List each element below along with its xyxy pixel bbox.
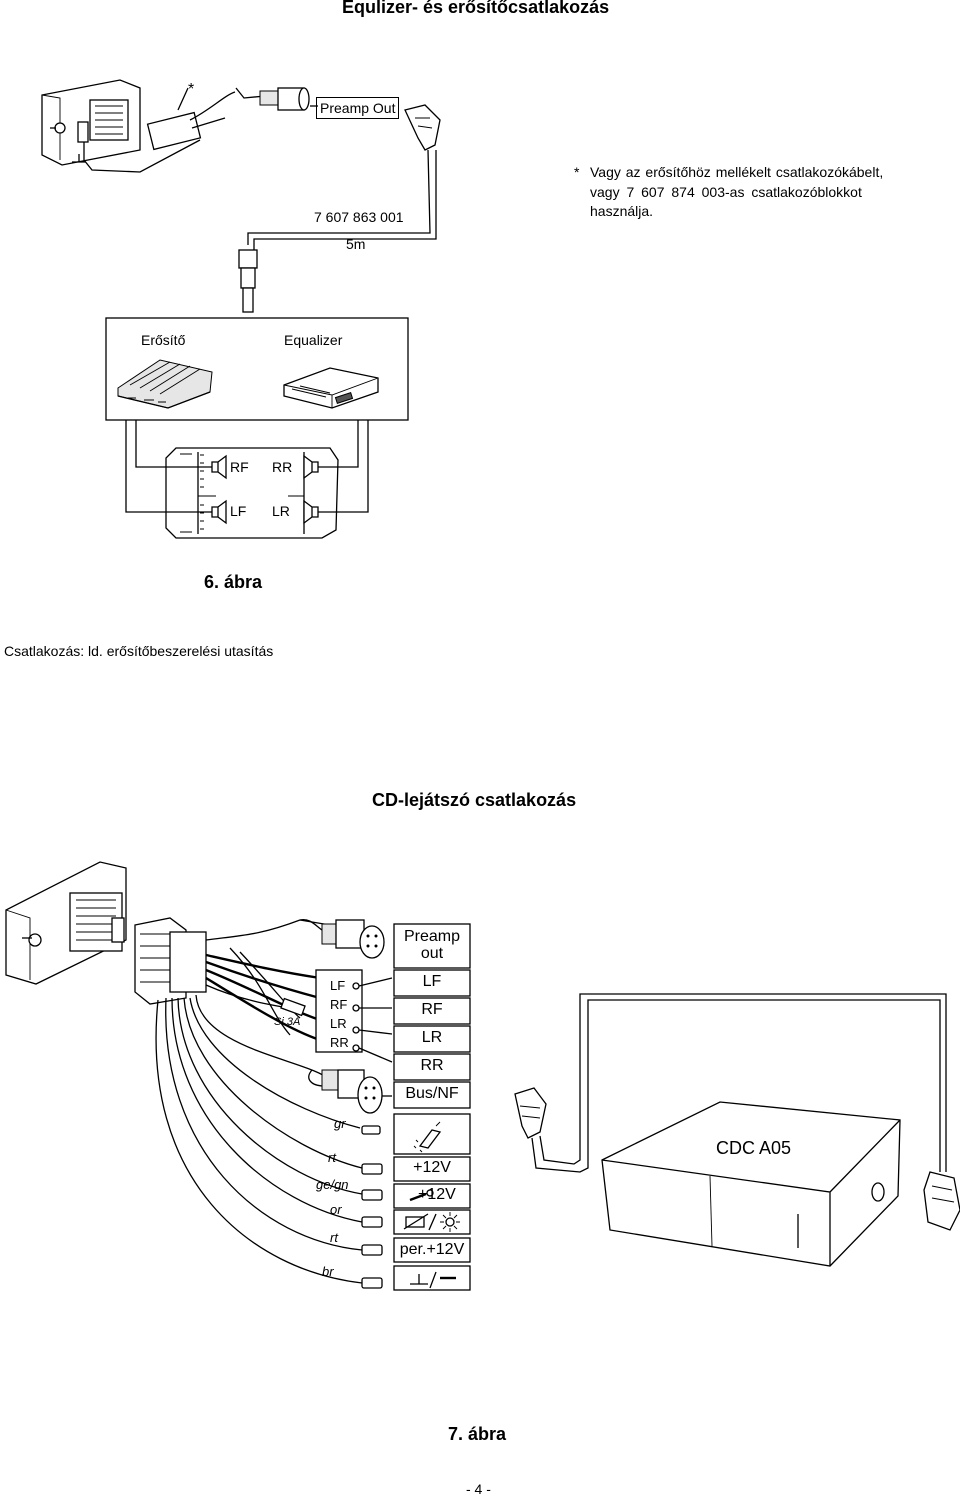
wire-label-rt-2: rt	[330, 1230, 338, 1245]
plus12v-label: +12V	[413, 1159, 451, 1176]
note-line-2: vagy 7 607 874 003-as csatlakozóblokkot	[590, 184, 862, 200]
head-unit-top-drawing	[41, 79, 441, 313]
cd-changer-drawing	[601, 1101, 901, 1267]
fuse-holder	[280, 997, 306, 1017]
car-topview	[165, 447, 339, 539]
bus-din-connector	[308, 1069, 392, 1114]
out-label-rf: RF	[421, 1001, 443, 1018]
cdc-cable	[514, 993, 960, 1231]
connection-note: Csatlakozás: ld. erősítőbeszerelési utas…	[4, 643, 274, 659]
permanent-12v-label: per.+12V	[399, 1241, 465, 1258]
preamp-din-connector	[299, 919, 385, 959]
equalizer-label: Equalizer	[284, 332, 343, 348]
iso-adapter	[134, 917, 363, 1284]
ignition-12v-label: +12V	[418, 1186, 456, 1203]
asterisk-mark: *	[188, 81, 195, 98]
preamp-label-line2: out	[420, 945, 444, 962]
wire-label-gr: gr	[334, 1116, 346, 1131]
note-line-1: Vagy az erősítőhöz mellékelt csatlakozók…	[590, 164, 884, 180]
cable-length-label: 5m	[346, 236, 366, 252]
wire-label-or: or	[330, 1202, 342, 1217]
bus-nf-label: Bus/NF	[405, 1085, 459, 1102]
section2-title: CD-lejátszó csatlakozás	[372, 790, 577, 810]
part-number-label: 7 607 863 001	[314, 209, 404, 225]
block-label-lr: LR	[330, 1016, 347, 1031]
wire-label-rt-1: rt	[328, 1150, 336, 1165]
cd-changer-label: CDC A05	[716, 1138, 792, 1158]
blade-terminals	[361, 1125, 383, 1289]
note-line-3: használja.	[590, 203, 654, 219]
out-label-lf: LF	[422, 973, 442, 990]
preamp-out-label: Preamp Out	[316, 97, 400, 119]
wire-label-br: br	[322, 1264, 334, 1279]
label-boxes	[393, 923, 471, 1291]
rca-block	[315, 969, 393, 1063]
speaker-rr-label: RR	[272, 459, 293, 475]
speaker-lf-label: LF	[230, 503, 247, 519]
block-label-rf: RF	[330, 997, 348, 1012]
speaker-lr-label: LR	[272, 503, 290, 519]
amplifier-label: Erősítő	[141, 332, 186, 348]
note-star: *	[574, 164, 580, 180]
block-label-rr: RR	[330, 1035, 349, 1050]
figure-6-caption: 6. ábra	[204, 572, 263, 592]
section1-title: Equlizer- és erősítőcsatlakozás	[342, 0, 610, 17]
page-number: - 4 -	[466, 1481, 491, 1497]
amp-eq-box	[105, 317, 409, 513]
out-label-rr: RR	[420, 1057, 444, 1074]
wire-label-ge-gn: ge/gn	[316, 1177, 349, 1192]
head-unit-bottom-drawing	[5, 861, 127, 985]
block-label-lf: LF	[330, 978, 346, 993]
preamp-label-line1: Preamp	[403, 928, 461, 945]
figure-7-caption: 7. ábra	[448, 1424, 507, 1444]
fuse-label: Si 3A	[274, 1016, 301, 1028]
out-label-lr: LR	[421, 1029, 443, 1046]
speaker-rf-label: RF	[230, 459, 249, 475]
